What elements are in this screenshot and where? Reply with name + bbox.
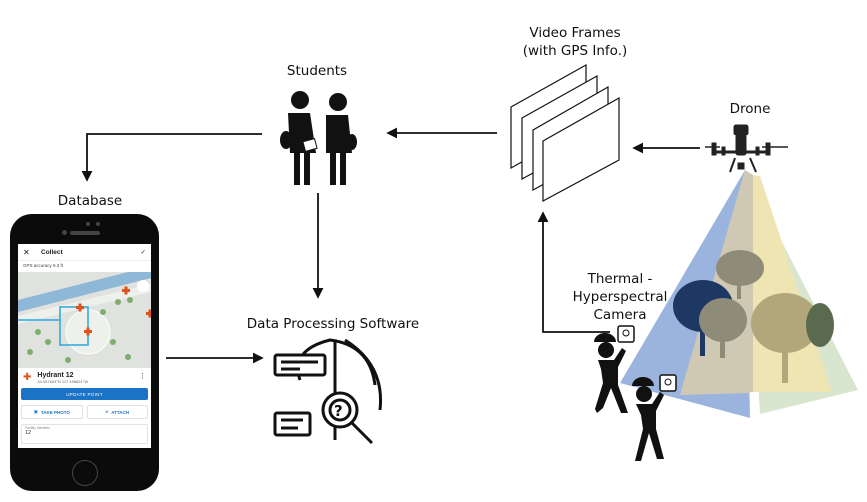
phone-camera [62, 230, 67, 235]
trees [673, 250, 834, 383]
attach-button[interactable]: ⌀ ATTACH [86, 405, 148, 419]
worker-icon [594, 325, 635, 413]
more-options-icon[interactable]: ⋮ [139, 373, 146, 380]
students-label: Students [286, 63, 348, 79]
take-photo-label: TAKE PHOTO [40, 409, 70, 415]
tree-icon [751, 293, 819, 383]
feature-card: ✚ Hydrant 12 34.057604°N 117.196821°W ⋮ [18, 368, 151, 388]
video-frames-label-line1: Video Frames [529, 25, 621, 41]
app-title: Collect [41, 248, 63, 256]
arrow-camera-to-frames [537, 211, 610, 333]
data-processing-label: Data Processing Software [246, 316, 420, 332]
phone-speaker [70, 231, 100, 235]
home-button[interactable] [72, 460, 98, 486]
phone-sensor [86, 222, 90, 226]
check-icon[interactable]: ✓ [140, 249, 146, 256]
map-view[interactable] [18, 272, 151, 368]
worker-icon [632, 374, 677, 461]
svg-text:?: ? [334, 402, 343, 420]
take-photo-button[interactable]: ▣ TAKE PHOTO [21, 405, 83, 419]
field-value: 12 [25, 430, 32, 436]
video-frame [542, 96, 620, 203]
phone-sensor [96, 222, 100, 226]
map-canvas [18, 272, 151, 368]
attach-label: ATTACH [111, 409, 130, 415]
gps-accuracy: GPS accuracy 9.3 ft [23, 263, 64, 268]
camera-label-line3: Camera [593, 307, 647, 323]
tree-icon [699, 298, 747, 358]
feature-name: Hydrant 12 [37, 372, 74, 379]
camera-label-line1: Thermal - [587, 271, 653, 287]
facility-identifier-field[interactable]: Facility identifier 12 [21, 424, 148, 444]
tree-icon [716, 250, 764, 299]
close-icon[interactable]: ✕ [23, 247, 30, 257]
phone-screen: ✕ Collect ✓ GPS accuracy 9.3 ft [18, 244, 151, 448]
drone-icon [705, 124, 788, 173]
arrow-students-to-database [81, 133, 262, 182]
feature-coords: 34.057604°N 117.196821°W [37, 379, 89, 384]
arrows [81, 127, 700, 364]
camera-icon: ▣ [33, 409, 38, 414]
phone-mockup: ✕ Collect ✓ GPS accuracy 9.3 ft [10, 214, 159, 491]
drone-label: Drone [729, 101, 771, 117]
app-bar: ✕ Collect ✓ [18, 244, 151, 261]
tree-icon [806, 303, 834, 347]
data-processing-icon: ? [273, 338, 383, 445]
camera-label-line2: Hyperspectral [572, 289, 668, 305]
paperclip-icon: ⌀ [105, 409, 109, 414]
update-point-button[interactable]: UPDATE POINT [21, 388, 148, 400]
video-frames-label-line2: (with GPS Info.) [522, 43, 628, 59]
map-marker-icon [76, 286, 151, 336]
field-label: Facility identifier [25, 426, 51, 430]
camera-label: Thermal - Hyperspectral Camera [570, 270, 670, 324]
video-frames-icon [510, 63, 620, 203]
database-label: Database [57, 193, 123, 209]
hydrant-marker-icon: ✚ [23, 372, 32, 383]
students-icon [280, 91, 357, 185]
video-frames-label: Video Frames (with GPS Info.) [510, 24, 640, 60]
beam-yellow [753, 175, 832, 392]
